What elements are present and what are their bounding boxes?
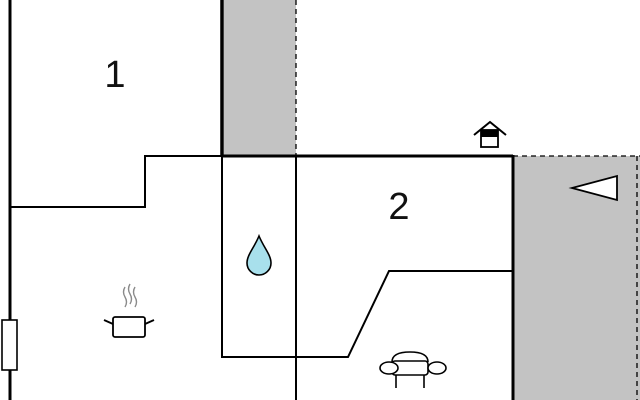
bathroom-wall xyxy=(221,156,513,358)
house-entrance-icon xyxy=(473,120,507,148)
room-number-2: 2 xyxy=(388,186,409,228)
north-arrow-icon xyxy=(568,174,618,202)
room-number-1: 1 xyxy=(104,54,125,96)
terrace-area-top xyxy=(224,0,296,156)
cooking-pot-icon xyxy=(103,283,155,338)
armchair-icon xyxy=(379,351,447,388)
interior-wall xyxy=(10,155,222,208)
water-drop-icon xyxy=(246,233,272,276)
terrace-area-right xyxy=(513,156,640,400)
radiator-icon xyxy=(1,319,18,371)
